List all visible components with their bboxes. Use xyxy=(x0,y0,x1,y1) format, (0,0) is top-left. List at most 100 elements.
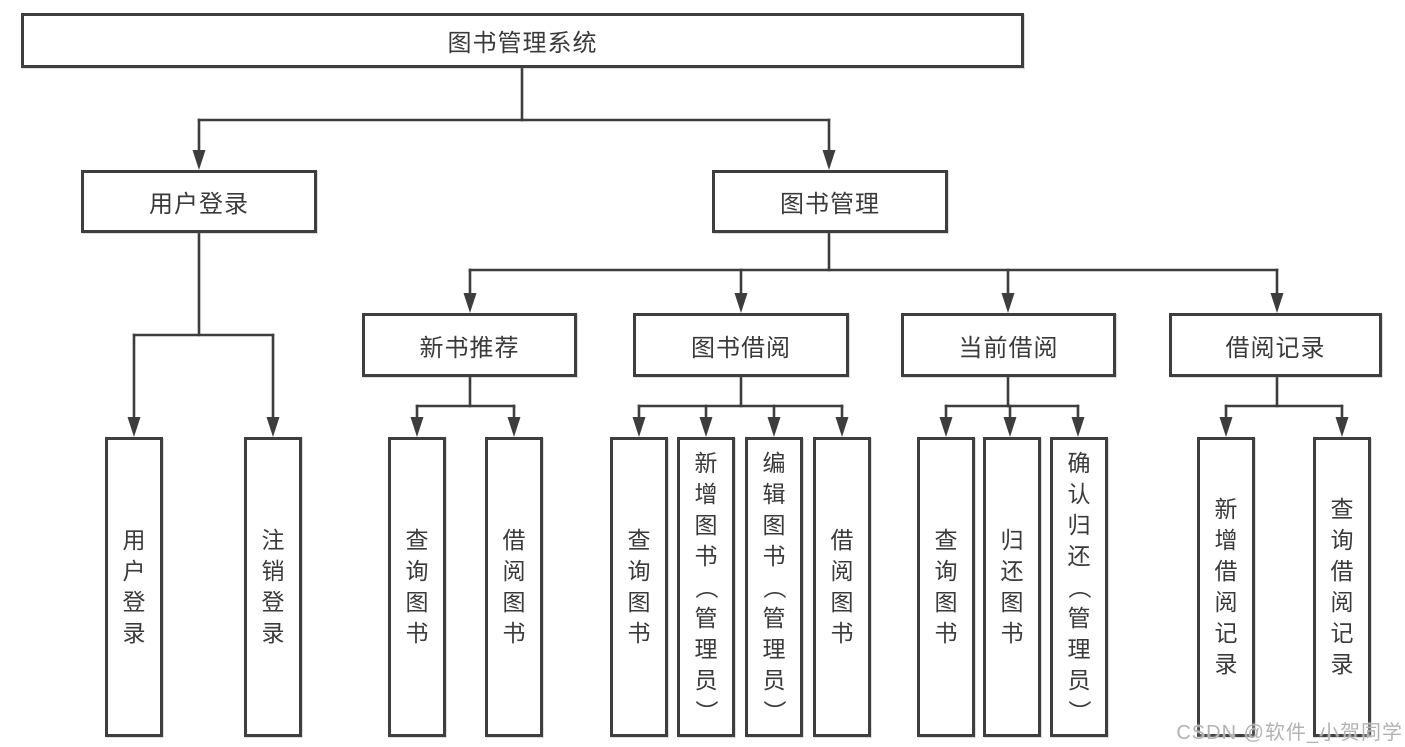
vertical-char: ） xyxy=(761,699,788,723)
vertical-char: 查 xyxy=(627,527,651,553)
vertical-char: 书 xyxy=(762,542,786,569)
vertical-char: （ xyxy=(1066,575,1093,599)
vertical-char: 记 xyxy=(1214,620,1238,646)
watermark: CSDN @软件_小贺同学 xyxy=(1176,722,1403,744)
vertical-char: 员 xyxy=(694,666,718,693)
vertical-char: 书 xyxy=(1000,620,1024,646)
vertical-char: 图 xyxy=(934,589,958,615)
node-book-management: 图书管理 xyxy=(712,170,948,233)
node-user-login: 用户登录 xyxy=(81,170,317,233)
vertical-char: 阅 xyxy=(1214,589,1238,615)
vertical-char: 书 xyxy=(694,542,718,569)
vertical-char: 借 xyxy=(1330,558,1354,584)
connector-book-mgmt-to-groups xyxy=(463,231,1284,313)
vertical-char: 管 xyxy=(762,604,786,631)
vertical-char: 询 xyxy=(627,558,651,584)
leaf-recommend-query-books: 查询图书 xyxy=(388,437,446,737)
vertical-char: 登 xyxy=(122,589,146,615)
vertical-char: 认 xyxy=(1067,480,1091,507)
vertical-char: 管 xyxy=(694,604,718,631)
vertical-char: 还 xyxy=(1067,542,1091,569)
leaf-borrow-query-books: 查询图书 xyxy=(610,437,668,737)
vertical-char: 辑 xyxy=(762,480,786,507)
vertical-char: 新 xyxy=(694,449,718,476)
node-book-borrow: 图书借阅 xyxy=(633,313,849,377)
connector-user-login-to-leaves xyxy=(127,231,280,437)
vertical-char: 录 xyxy=(1214,651,1238,677)
vertical-char: 询 xyxy=(1330,527,1354,553)
vertical-char: 归 xyxy=(1067,511,1091,538)
node-borrow-records: 借阅记录 xyxy=(1169,313,1382,377)
vertical-char: 员 xyxy=(762,666,786,693)
vertical-char: 录 xyxy=(1330,651,1354,677)
vertical-char: 询 xyxy=(405,558,429,584)
vertical-char: 借 xyxy=(502,527,526,553)
leaf-recommend-borrow-books: 借阅图书 xyxy=(485,437,543,737)
node-new-book-recommend: 新书推荐 xyxy=(362,313,577,377)
leaf-user-login: 用户登录 xyxy=(105,437,163,737)
vertical-char: 阅 xyxy=(1330,589,1354,615)
vertical-char: 查 xyxy=(405,527,429,553)
vertical-char: 查 xyxy=(934,527,958,553)
vertical-char: 理 xyxy=(762,635,786,662)
vertical-char: 确 xyxy=(1067,449,1091,476)
vertical-char: 还 xyxy=(1000,558,1024,584)
node-current-borrow: 当前借阅 xyxy=(901,313,1116,377)
vertical-char: 阅 xyxy=(502,558,526,584)
vertical-char: 图 xyxy=(627,589,651,615)
leaf-add-books-admin: 新增图书（管理员） xyxy=(677,437,735,737)
vertical-char: ） xyxy=(693,699,720,723)
leaf-borrow-books: 借阅图书 xyxy=(813,437,871,737)
vertical-char: 录 xyxy=(261,620,285,646)
node-library-system-root: 图书管理系统 xyxy=(21,13,1024,68)
vertical-char: 图 xyxy=(1000,589,1024,615)
leaf-confirm-return-admin: 确认归还 （ 管理员 ） xyxy=(1050,437,1108,737)
vertical-char: 阅 xyxy=(830,558,854,584)
vertical-char: 图 xyxy=(830,589,854,615)
vertical-char: 增 xyxy=(1214,527,1238,553)
vertical-char: 注 xyxy=(261,527,285,553)
vertical-char: 增 xyxy=(694,480,718,507)
leaf-logout: 注销登录 xyxy=(244,437,302,737)
vertical-char: 编 xyxy=(762,449,786,476)
connector-root-to-branches xyxy=(192,66,836,170)
vertical-char: 借 xyxy=(1214,558,1238,584)
leaf-add-borrow-record: 新增借阅记录 xyxy=(1197,437,1255,737)
vertical-char: 新 xyxy=(1214,496,1238,522)
vertical-char: 图 xyxy=(405,589,429,615)
vertical-char: 用 xyxy=(122,527,146,553)
connector-new-book-to-leaves xyxy=(410,375,521,437)
vertical-char: 书 xyxy=(627,620,651,646)
leaf-current-query-books: 查询图书 xyxy=(917,437,975,737)
vertical-char: 询 xyxy=(934,558,958,584)
vertical-char: 书 xyxy=(405,620,429,646)
vertical-char: 查 xyxy=(1330,496,1354,522)
connector-current-borrow-to-leaves xyxy=(939,375,1085,437)
connector-book-borrow-to-leaves xyxy=(632,375,849,437)
vertical-char: （ xyxy=(761,575,788,599)
leaf-query-borrow-record: 查询借阅记录 xyxy=(1313,437,1371,737)
vertical-char: 借 xyxy=(830,527,854,553)
vertical-char: 员 xyxy=(1067,666,1091,693)
vertical-char: 登 xyxy=(261,589,285,615)
vertical-char: 图 xyxy=(762,511,786,538)
leaf-return-books: 归还图书 xyxy=(983,437,1041,737)
leaf-edit-books-admin: 编辑图书 （ 管理员 ） xyxy=(745,437,803,737)
vertical-char: 管 xyxy=(1067,604,1091,631)
vertical-char: 记 xyxy=(1330,620,1354,646)
vertical-char: 图 xyxy=(502,589,526,615)
vertical-char: 理 xyxy=(1067,635,1091,662)
vertical-char: 归 xyxy=(1000,527,1024,553)
vertical-char: 理 xyxy=(694,635,718,662)
vertical-char: 书 xyxy=(934,620,958,646)
connector-borrow-records-to-leaves xyxy=(1219,375,1349,437)
vertical-char: 户 xyxy=(122,558,146,584)
vertical-char: ） xyxy=(1066,699,1093,723)
vertical-char: 书 xyxy=(502,620,526,646)
vertical-char: 销 xyxy=(261,558,285,584)
vertical-char: 书 xyxy=(830,620,854,646)
vertical-char: 录 xyxy=(122,620,146,646)
vertical-char: （ xyxy=(693,575,720,599)
